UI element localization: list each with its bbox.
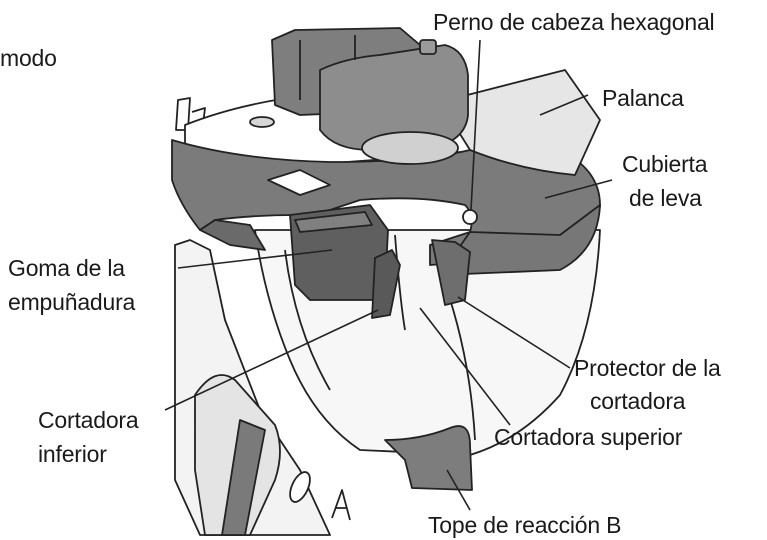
cutter-guard-shape bbox=[431, 239, 471, 306]
label-grip-rubber-2: empuñadura bbox=[8, 289, 136, 315]
left-side-panel bbox=[175, 97, 351, 536]
lever-shape bbox=[439, 69, 601, 176]
label-grip-rubber-1: Goma de la bbox=[8, 255, 125, 281]
leader-upper-cutter bbox=[419, 307, 511, 426]
cam-cover-right-band bbox=[439, 204, 601, 276]
leader-cam-cover bbox=[544, 179, 613, 199]
cam-cover bbox=[171, 139, 601, 276]
head-boss bbox=[361, 131, 459, 165]
leader-grip-rubber bbox=[177, 249, 333, 269]
label-cam-cover-1: Cubierta bbox=[622, 151, 708, 177]
leader-cutter-guard bbox=[457, 296, 571, 369]
label-reaction-stopper: Tope de reacción B bbox=[428, 512, 621, 538]
upper-cutter-shape bbox=[371, 249, 401, 319]
head-front-block bbox=[319, 44, 469, 151]
cylinder-rib-mid bbox=[394, 234, 406, 331]
head-seam bbox=[299, 35, 356, 100]
lever bbox=[439, 69, 601, 176]
cam-cover-notch bbox=[267, 169, 331, 196]
label-lower-cutter-1: Cortadora bbox=[38, 407, 139, 433]
cylinder-rib-left bbox=[284, 249, 331, 391]
disc-hole bbox=[249, 116, 275, 128]
grip-rubber bbox=[289, 204, 389, 301]
upper-cutter bbox=[371, 249, 401, 319]
label-cutter-guard-1: Protector de la bbox=[574, 355, 721, 381]
reaction-stopper-b bbox=[384, 425, 473, 491]
leader-reaction-stopper bbox=[446, 469, 471, 511]
leader-lever bbox=[539, 94, 589, 116]
hex-bolt bbox=[462, 209, 478, 225]
label-hex-bolt: Perno de cabeza hexagonal bbox=[433, 9, 714, 35]
cutter-guard bbox=[431, 239, 471, 306]
leader-lower-cutter bbox=[164, 309, 379, 411]
label-lever: Palanca bbox=[602, 85, 684, 111]
left-dark-strip bbox=[221, 419, 266, 536]
marking-a bbox=[331, 489, 351, 521]
cam-cover-lower-band bbox=[199, 219, 266, 251]
label-cam-cover-2: de leva bbox=[629, 185, 702, 211]
leader-hex-bolt bbox=[470, 39, 481, 211]
head-assembly bbox=[271, 27, 469, 165]
labels: modo Perno de cabeza hexagonal Palanca C… bbox=[0, 9, 721, 538]
label-cutter-guard-2: cortadora bbox=[590, 388, 686, 414]
stopper-shape bbox=[384, 425, 473, 491]
head-nub bbox=[419, 39, 437, 55]
grip-rubber-face bbox=[294, 211, 373, 233]
hex-bolt-head bbox=[462, 209, 478, 225]
label-lower-cutter-2: inferior bbox=[38, 441, 107, 467]
label-upper-cutter: Cortadora superior bbox=[494, 424, 683, 450]
label-partial-modo: modo bbox=[0, 45, 57, 71]
oval-hole bbox=[289, 471, 311, 503]
leader-lines bbox=[164, 39, 613, 511]
